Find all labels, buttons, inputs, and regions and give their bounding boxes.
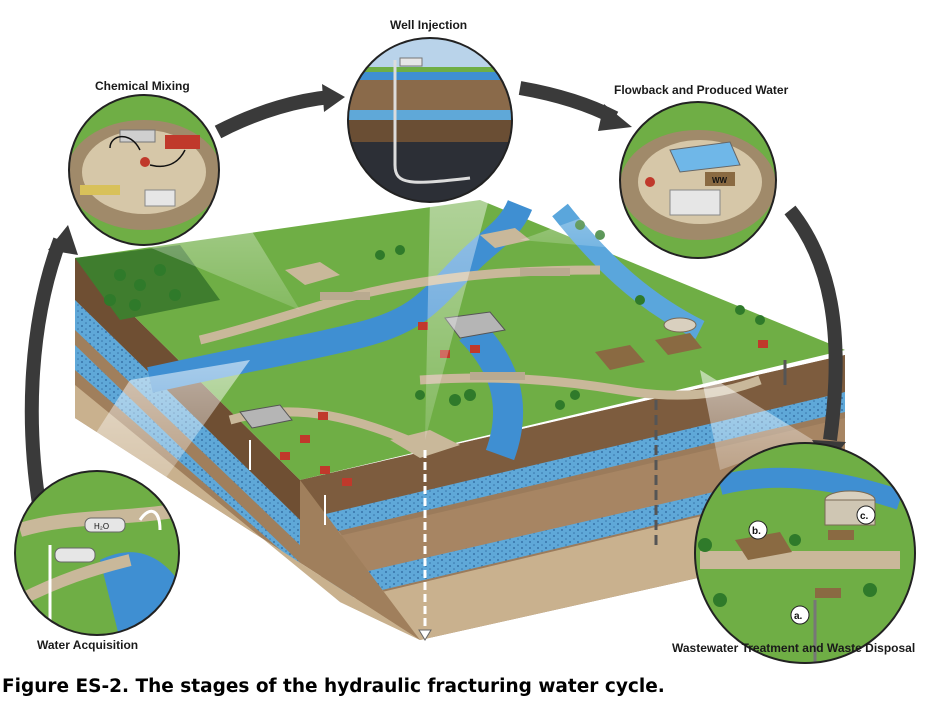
badge-b-label: b.	[752, 526, 761, 537]
hydraulic-fracturing-diagram: WW H₂O	[14, 37, 916, 664]
callout-well-injection	[347, 37, 513, 203]
badge-c	[856, 505, 876, 525]
truck-h2o-label: H₂O	[94, 522, 109, 531]
label-flowback: Flowback and Produced Water	[614, 83, 789, 97]
arrow-head-acquisition-to-mixing	[48, 225, 78, 255]
arrow-head-mixing-to-injection	[322, 84, 345, 112]
callout-flowback: WW	[619, 101, 777, 259]
arrow-head-injection-to-flowback	[598, 104, 632, 131]
badge-b	[748, 520, 768, 540]
label-wastewater: Wastewater Treatment and Waste Disposal	[672, 641, 916, 655]
badge-a	[790, 605, 810, 625]
truck-ww-label: WW	[712, 176, 728, 185]
label-well-injection: Well Injection	[390, 18, 468, 32]
badge-c-label: c.	[860, 511, 869, 522]
cycle-arrows	[24, 81, 843, 512]
figure-caption: Figure ES-2. The stages of the hydraulic…	[2, 676, 665, 697]
badge-a-label: a.	[794, 611, 803, 622]
label-water-acquisition: Water Acquisition	[37, 638, 139, 652]
callout-wastewater: a. b. c.	[694, 442, 916, 664]
label-chemical-mixing: Chemical Mixing	[95, 79, 190, 93]
callout-chemical-mixing	[68, 94, 220, 246]
